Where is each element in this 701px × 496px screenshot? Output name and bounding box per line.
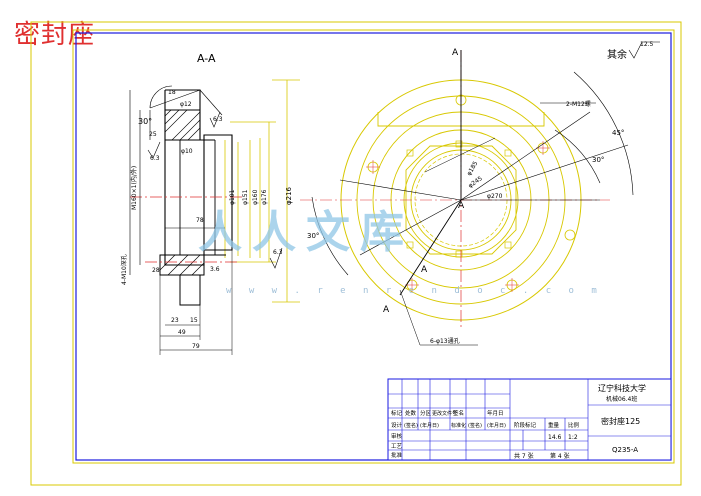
holes-label: 6-φ13通孔 <box>430 337 460 345</box>
tb-scale-label: 比例 <box>568 421 580 429</box>
section-mark-center: A <box>458 201 465 211</box>
angle-label: 30° <box>138 117 152 126</box>
angle-45-label: 45° <box>612 129 624 137</box>
tb-std: 标准化 <box>451 422 466 429</box>
dim-49: 49 <box>178 329 186 336</box>
dim-phi10: φ10 <box>181 148 193 155</box>
inner-border-blue <box>75 32 672 461</box>
holes-left-label: 4-M10深孔 <box>120 254 128 285</box>
tb-count: 处数 <box>405 409 417 417</box>
tb-date: 年月日 <box>487 409 504 417</box>
tb-drawing-no: Q235-A <box>612 446 638 454</box>
tb-design: 设计 <box>391 421 403 429</box>
roughness-1: 6.3 <box>150 155 160 162</box>
tb-weight-label: 重量 <box>548 421 560 429</box>
section-view-title: A-A <box>197 52 216 65</box>
tb-stage-label: 阶段标记 <box>514 421 537 429</box>
plan-view-group: A A A A 2-M12螺 45° 30° 30° φ185 φ245 φ27… <box>300 41 660 346</box>
tb-design-sign: (签名) <box>404 422 418 429</box>
dim-79: 79 <box>192 343 200 350</box>
phi245-label: φ245 <box>467 175 484 190</box>
tb-std-sign: (签名) <box>468 422 482 429</box>
dim-phi160: φ160 <box>252 189 259 205</box>
dim-phi176: φ176 <box>261 189 268 205</box>
dim-3-6: 3.6 <box>210 266 220 273</box>
tb-process: 工艺 <box>391 443 403 450</box>
phi270-label: φ270 <box>487 193 503 200</box>
tb-mark: 标记 <box>391 409 403 417</box>
roughness-rest-value: 12.5 <box>640 41 654 48</box>
tb-check: 审核 <box>391 432 403 440</box>
watermark-url: w w w . r e n r e n d o c . c o m <box>226 286 603 296</box>
section-mark-bottom: A <box>383 305 390 315</box>
inner-border-yellow <box>72 29 675 464</box>
tb-signature: 签名 <box>453 409 464 417</box>
phi185-label: φ185 <box>466 160 480 177</box>
tb-zone: 分区 <box>420 409 432 417</box>
m12-label: 2-M12螺 <box>566 100 591 108</box>
angle-30b-label: 30° <box>307 232 319 240</box>
dim-15: 15 <box>190 317 198 324</box>
tb-part-name: 密封座125 <box>601 416 640 426</box>
dim-25: 25 <box>149 131 157 138</box>
section-view-group: A-A <box>120 52 300 355</box>
dim-78: 78 <box>196 217 204 224</box>
thread-left-label: M160×1(内/外) <box>130 166 138 210</box>
roughness-rest-label: 其余 <box>607 48 627 61</box>
tb-school: 辽宁科技大学 <box>598 383 646 393</box>
dim-phi12: φ12 <box>180 101 192 108</box>
tb-school-sub: 机械06.4班 <box>606 395 637 403</box>
roughness-3: 6.3 <box>273 249 283 256</box>
dim-23: 23 <box>171 317 179 324</box>
tb-design-date: (年月日) <box>420 422 439 429</box>
angle-30a-label: 30° <box>592 156 604 164</box>
dim-phi216: φ216 <box>285 186 293 205</box>
title-block: 标记 处数 分区 更改文件号 签名 年月日 设计 (签名) (年月日) 标准化 … <box>387 378 672 461</box>
section-mark-lower: A <box>421 265 428 275</box>
tb-sheets-total: 共 7 张 <box>514 452 534 460</box>
tb-approve: 批准 <box>391 451 403 459</box>
tb-scale-value: 1:2 <box>568 434 578 441</box>
dim-28: 28 <box>152 267 160 274</box>
tb-change-doc: 更改文件号 <box>432 410 457 417</box>
dim-18: 18 <box>168 89 176 96</box>
dim-phi151: φ151 <box>242 189 249 205</box>
roughness-2: 6.3 <box>213 116 223 123</box>
tb-weight-value: 14.6 <box>548 434 562 441</box>
dim-phi101: φ101 <box>229 189 236 205</box>
drawing-overlay-title: 密封座 <box>14 20 96 50</box>
tb-std-date: (年月日) <box>487 422 506 429</box>
tb-sheet-no: 第 4 张 <box>550 452 570 460</box>
watermark-brand: 人人文库 <box>198 207 414 258</box>
outer-border <box>30 21 682 486</box>
section-mark-top: A <box>452 48 459 58</box>
